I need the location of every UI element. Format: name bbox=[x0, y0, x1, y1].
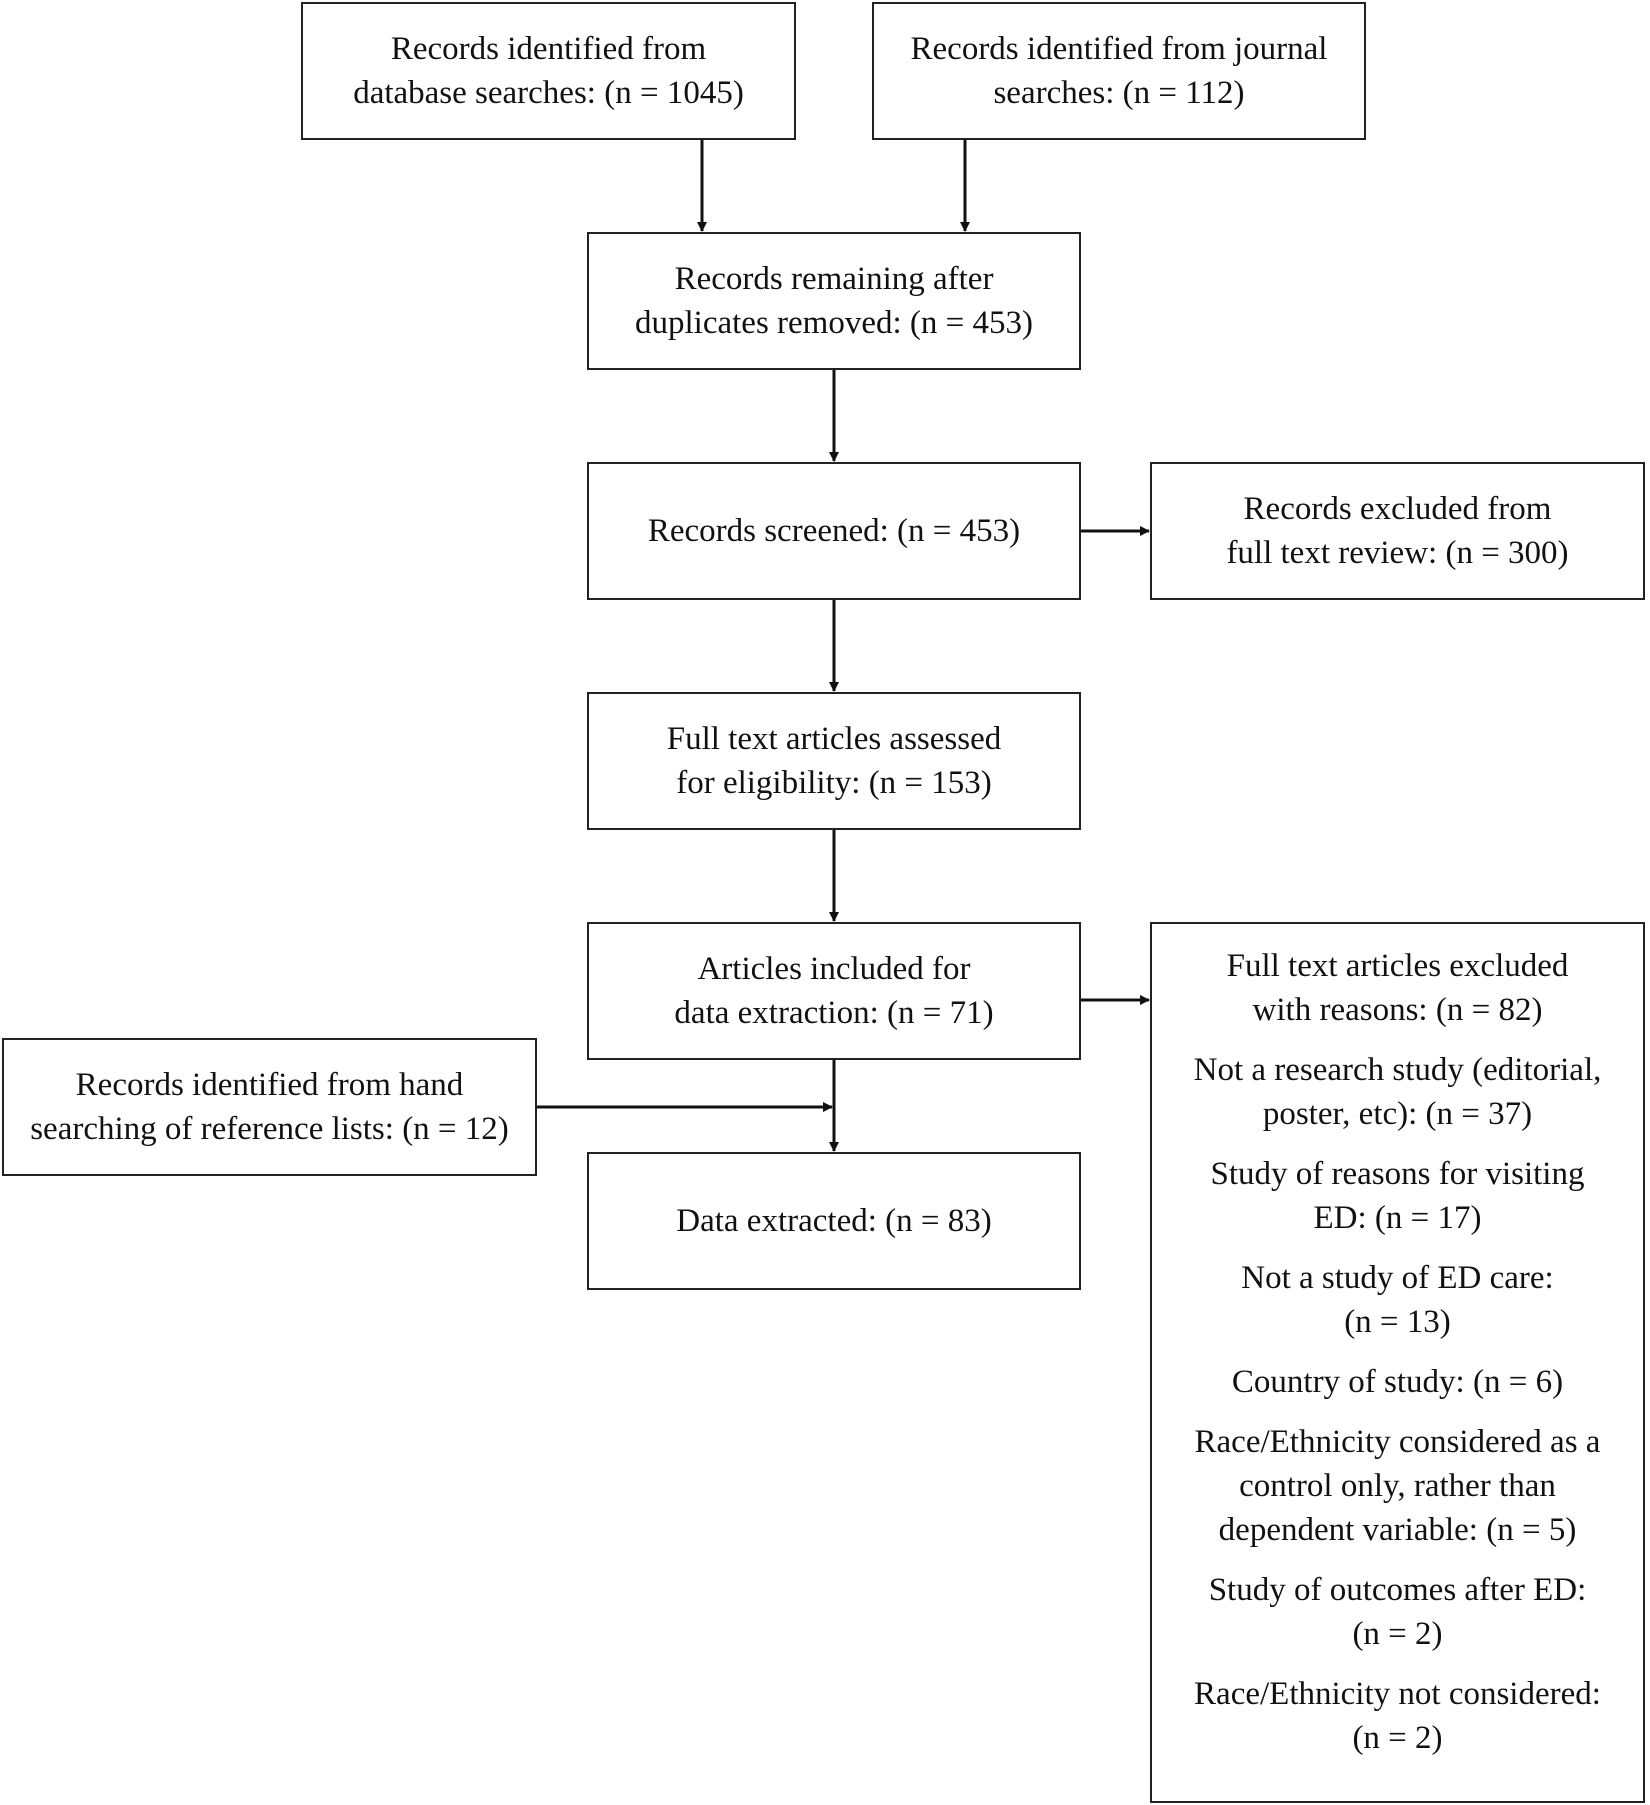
exclusion-reason-line: Study of outcomes after ED: bbox=[1208, 1572, 1587, 1608]
excluded-heading: Full text articles excluded with reasons:… bbox=[1227, 944, 1569, 1032]
box-text-line: with reasons: (n = 82) bbox=[1252, 992, 1543, 1028]
exclusion-reason-line: control only, rather than bbox=[1239, 1468, 1556, 1504]
exclusion-reason-line: Race/Ethnicity considered as a bbox=[1194, 1424, 1601, 1460]
exclusion-reason: Not a study of ED care: (n = 13) bbox=[1194, 1256, 1602, 1344]
box-text-line: searches: (n = 112) bbox=[993, 75, 1245, 111]
exclusion-reason-line: (n = 2) bbox=[1352, 1720, 1443, 1756]
exclusion-reason: Not a research study (editorial, poster, … bbox=[1194, 1048, 1602, 1136]
exclusion-reason: Race/Ethnicity considered as a control on… bbox=[1194, 1420, 1602, 1552]
records-screened-box: Records screened: (n = 453) bbox=[587, 462, 1081, 600]
box-text-line: Records remaining after bbox=[674, 261, 994, 297]
box-text-line: for eligibility: (n = 153) bbox=[676, 765, 992, 801]
box-text-line: Full text articles excluded bbox=[1226, 948, 1569, 984]
data-extracted-box: Data extracted: (n = 83) bbox=[587, 1152, 1081, 1290]
box-text-line: searching of reference lists: (n = 12) bbox=[30, 1111, 509, 1147]
exclusion-reason-line: dependent variable: (n = 5) bbox=[1218, 1512, 1577, 1548]
exclusion-reason-line: Not a research study (editorial, bbox=[1193, 1052, 1602, 1088]
exclusion-reason: Race/Ethnicity not considered: (n = 2) bbox=[1194, 1672, 1602, 1760]
hand-search-box: Records identified from hand searching of… bbox=[2, 1038, 537, 1176]
box-text-line: Records identified from bbox=[390, 31, 707, 67]
full-text-assessed-box: Full text articles assessed for eligibili… bbox=[587, 692, 1081, 830]
exclusion-reason-line: (n = 13) bbox=[1344, 1304, 1451, 1340]
database-search-box: Records identified from database searches… bbox=[301, 2, 796, 140]
exclusion-reason-line: Not a study of ED care: bbox=[1241, 1260, 1554, 1296]
box-text-line: Records screened: (n = 453) bbox=[647, 513, 1021, 549]
box-text-line: database searches: (n = 1045) bbox=[353, 75, 744, 111]
exclusion-reasons: Not a research study (editorial, poster, … bbox=[1194, 1032, 1602, 1760]
box-text-line: Records excluded from bbox=[1243, 491, 1552, 527]
box-text-line: Records identified from journal bbox=[910, 31, 1328, 67]
exclusion-reason-line: (n = 2) bbox=[1352, 1616, 1443, 1652]
full-text-excluded-box: Full text articles excluded with reasons:… bbox=[1150, 922, 1645, 1803]
journal-search-box: Records identified from journal searches:… bbox=[872, 2, 1366, 140]
exclusion-reason: Study of outcomes after ED: (n = 2) bbox=[1194, 1568, 1602, 1656]
exclusion-reason-line: Country of study: (n = 6) bbox=[1231, 1364, 1564, 1400]
records-excluded-box: Records excluded from full text review: (… bbox=[1150, 462, 1645, 600]
exclusion-reason-line: poster, etc): (n = 37) bbox=[1262, 1096, 1533, 1132]
box-text-line: full text review: (n = 300) bbox=[1226, 535, 1569, 571]
box-text-line: Records identified from hand bbox=[75, 1067, 464, 1103]
exclusion-reason-line: ED: (n = 17) bbox=[1313, 1200, 1482, 1236]
exclusion-reason-line: Race/Ethnicity not considered: bbox=[1194, 1676, 1601, 1712]
box-text-line: data extraction: (n = 71) bbox=[674, 995, 994, 1031]
box-text-line: Full text articles assessed bbox=[666, 721, 1002, 757]
duplicates-removed-box: Records remaining after duplicates remove… bbox=[587, 232, 1081, 370]
box-text-line: Articles included for bbox=[697, 951, 971, 987]
box-text-line: Data extracted: (n = 83) bbox=[676, 1203, 992, 1239]
articles-included-box: Articles included for data extraction: (n… bbox=[587, 922, 1081, 1060]
box-text-line: duplicates removed: (n = 453) bbox=[635, 305, 1033, 341]
exclusion-reason-line: Study of reasons for visiting bbox=[1210, 1156, 1585, 1192]
exclusion-reason: Country of study: (n = 6) bbox=[1194, 1360, 1602, 1404]
